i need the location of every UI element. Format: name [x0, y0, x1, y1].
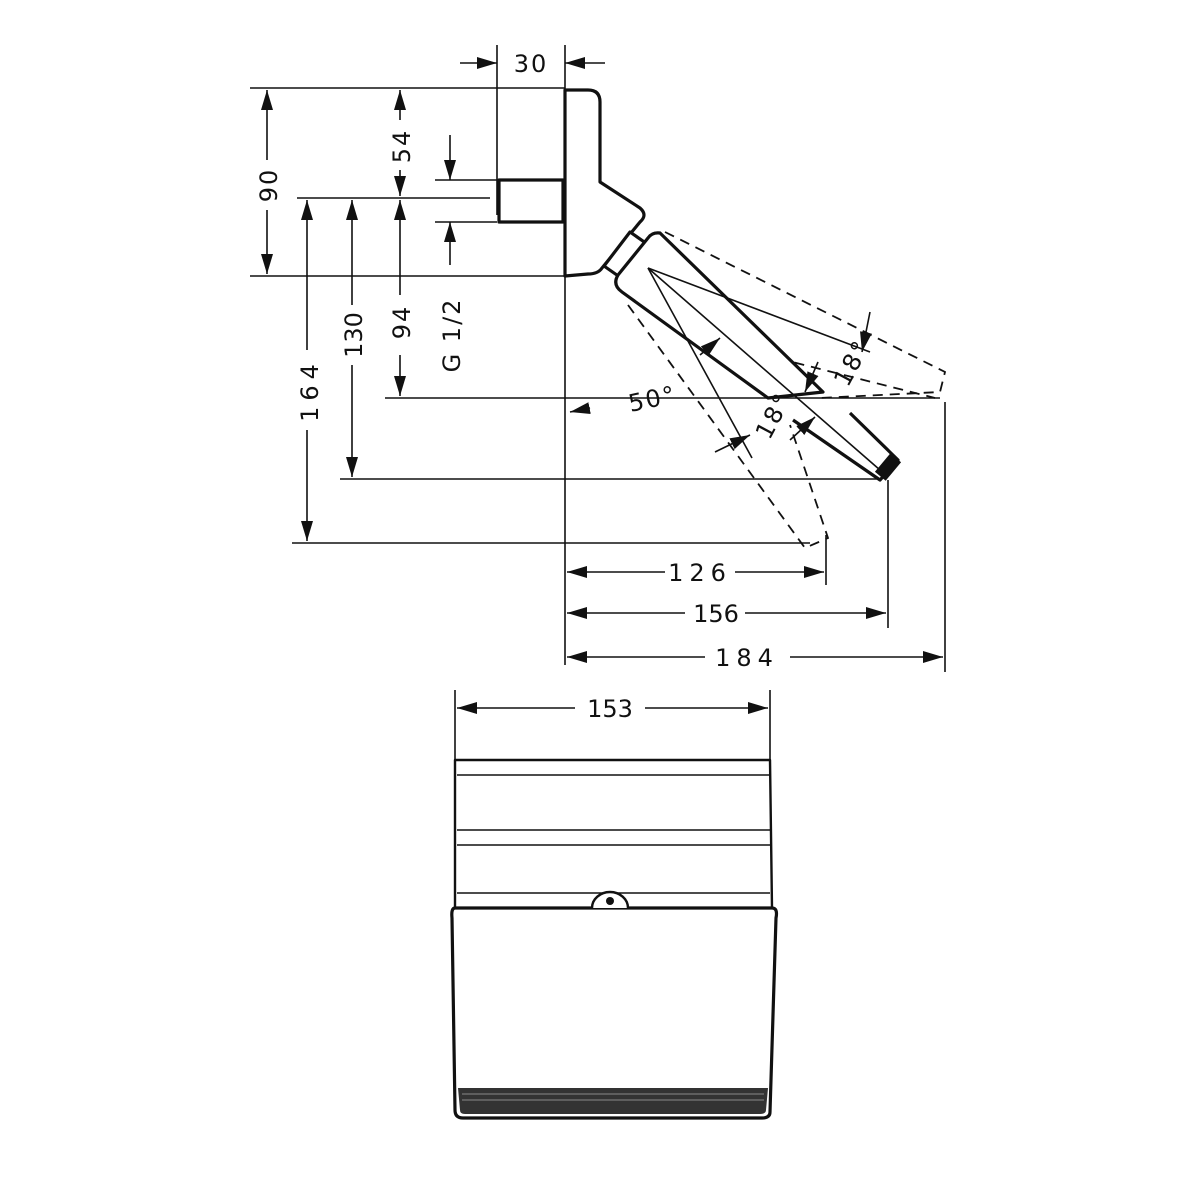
dim-90-label: 90: [255, 168, 283, 203]
dim-164-label: 164: [296, 358, 324, 422]
dim-30-label: 30: [514, 50, 549, 78]
thread-label: G 1/2: [438, 298, 466, 373]
dim-156-label: 156: [693, 600, 739, 628]
inlet-connector: [497, 178, 565, 224]
dim-153-label: 153: [587, 695, 633, 723]
hand-shower-front: [450, 906, 779, 1120]
dim-126-label: 126: [668, 559, 732, 587]
wall-bracket: [563, 88, 646, 278]
spray-tip: [874, 453, 902, 481]
button-dot: [606, 897, 614, 905]
angle-lines: [569, 267, 881, 471]
hand-shower-body: [614, 231, 825, 400]
extension-lines: [250, 87, 946, 672]
upper-position-outline: [664, 231, 947, 399]
angle-label-swivel: 50°: [626, 380, 679, 417]
spray-face: [458, 1088, 768, 1114]
front-view: [450, 758, 779, 1120]
dim-130-label: 130: [340, 312, 368, 358]
lower-position-outline: [627, 304, 830, 550]
dim-184-label: 184: [715, 644, 779, 672]
dim-54-label: 54: [388, 129, 416, 164]
angle-label-tilt-up: 18°: [828, 335, 876, 391]
wall-bracket-front: [453, 758, 774, 910]
dim-94-label: 94: [388, 305, 416, 340]
